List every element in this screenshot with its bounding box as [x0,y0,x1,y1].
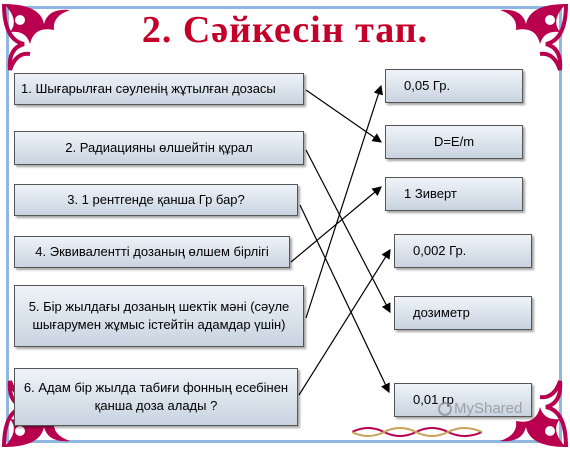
watermark: MyShared [438,400,522,417]
right-item-2: D=E/m [385,125,523,159]
slide-frame [6,6,562,443]
arrow-3-to-6 [299,204,390,394]
left-item-2: 2. Радиацияны өлшейтін құрал [14,131,304,165]
arrow-2-to-5 [305,149,391,314]
corner-ornament-top-right [500,3,568,71]
left-item-5: 5. Бір жылдағы дозаның шектік мәні (сәул… [14,285,304,347]
right-item-1: 0,05 Гр. [385,69,523,103]
watermark-text: MyShared [454,400,523,417]
arrow-6-to-4 [298,248,391,396]
left-item-4: 4. Эквиваленттi дозаның өлшем бірлігі [14,236,290,268]
left-item-6: 6. Адам бір жылда табиғи фонның есебінен… [14,368,298,426]
right-item-3: 1 Зиверт [385,177,523,211]
myshared-logo-icon [438,402,452,416]
bottom-ornament-band [352,427,482,437]
corner-ornament-top-left [2,3,70,71]
arrow-5-to-1 [305,84,383,319]
corner-ornament-bottom-right [500,380,568,448]
right-item-6: 0,01 гр [394,383,532,417]
left-item-3: 3. 1 рентгенде қанша Гр бар? [14,184,298,216]
right-item-4: 0,002 Гр. [394,234,532,268]
right-item-5: дозиметр [394,296,532,330]
slide-title: 2. Сәйкесін тап. [141,9,429,51]
arrow-1-to-2 [305,89,382,143]
left-item-1: 1. Шығарылған сәуленің жұтылған дозасы [14,73,304,105]
